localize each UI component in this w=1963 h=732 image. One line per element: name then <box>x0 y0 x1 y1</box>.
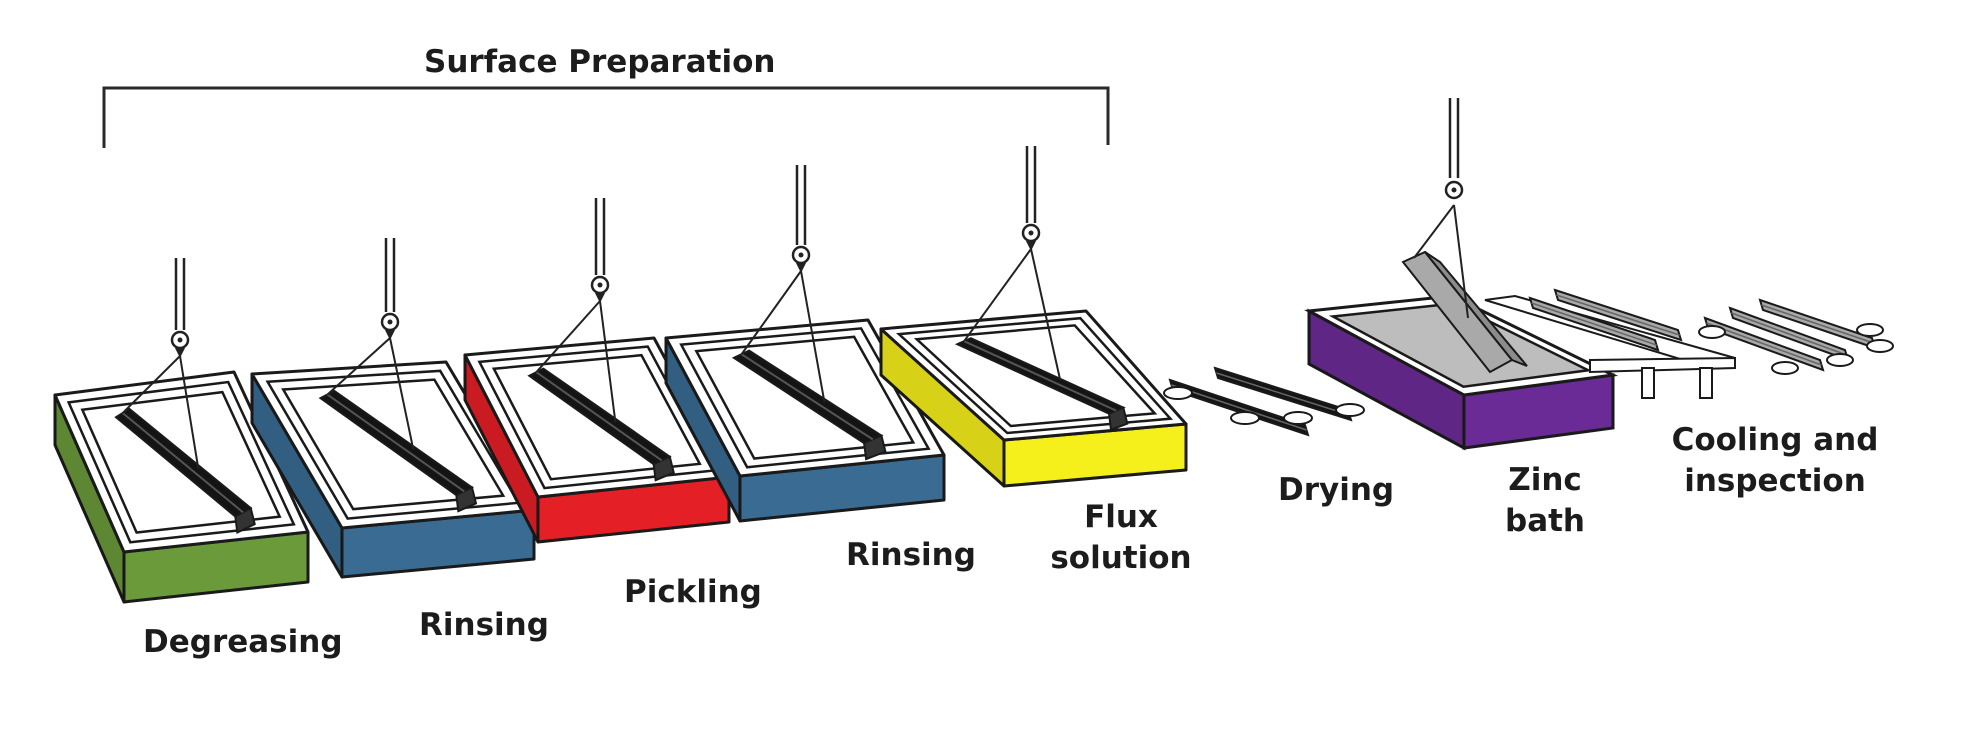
steel-beam-flux-solution <box>954 337 1129 432</box>
stage-label-flux-solution: Flux solution <box>1050 499 1192 576</box>
stage-label-pickling: Pickling <box>624 574 762 610</box>
steel-beam-zinc-bath <box>1401 250 1528 374</box>
surface-preparation-bracket <box>102 86 1110 148</box>
stage-label-drying: Drying <box>1278 472 1395 508</box>
tank-zinc-bath <box>1304 98 1619 451</box>
tank-pickling <box>463 198 731 544</box>
steel-beam-rinsing-1 <box>318 389 478 513</box>
tank-rinsing-1 <box>250 238 536 579</box>
steel-beam-pickling <box>527 367 675 482</box>
cooling-inspection-rack <box>1484 288 1894 399</box>
stage-label-rinsing-1: Rinsing <box>419 607 549 643</box>
stage-label-degreasing: Degreasing <box>143 624 343 660</box>
steel-beam-rinsing-2 <box>731 349 887 461</box>
crane-hook-pickling <box>535 198 617 423</box>
tank-flux-solution <box>879 146 1188 488</box>
tank-degreasing <box>53 258 310 604</box>
crane-hook-zinc-bath <box>1413 98 1469 319</box>
stage-label-cooling-inspection: Cooling and inspection <box>1671 422 1879 499</box>
stage-label-rinsing-2: Rinsing <box>846 537 976 573</box>
tank-rinsing-2 <box>664 165 946 523</box>
surface-preparation-title: Surface Preparation <box>424 44 776 80</box>
crane-hook-rinsing-1 <box>326 238 415 451</box>
drying-beams <box>1163 366 1365 437</box>
crane-hook-degreasing <box>121 258 200 470</box>
crane-hook-rinsing-2 <box>740 165 826 403</box>
crane-hook-flux-solution <box>963 146 1062 381</box>
stage-label-zinc-bath: Zinc bath <box>1505 462 1585 539</box>
